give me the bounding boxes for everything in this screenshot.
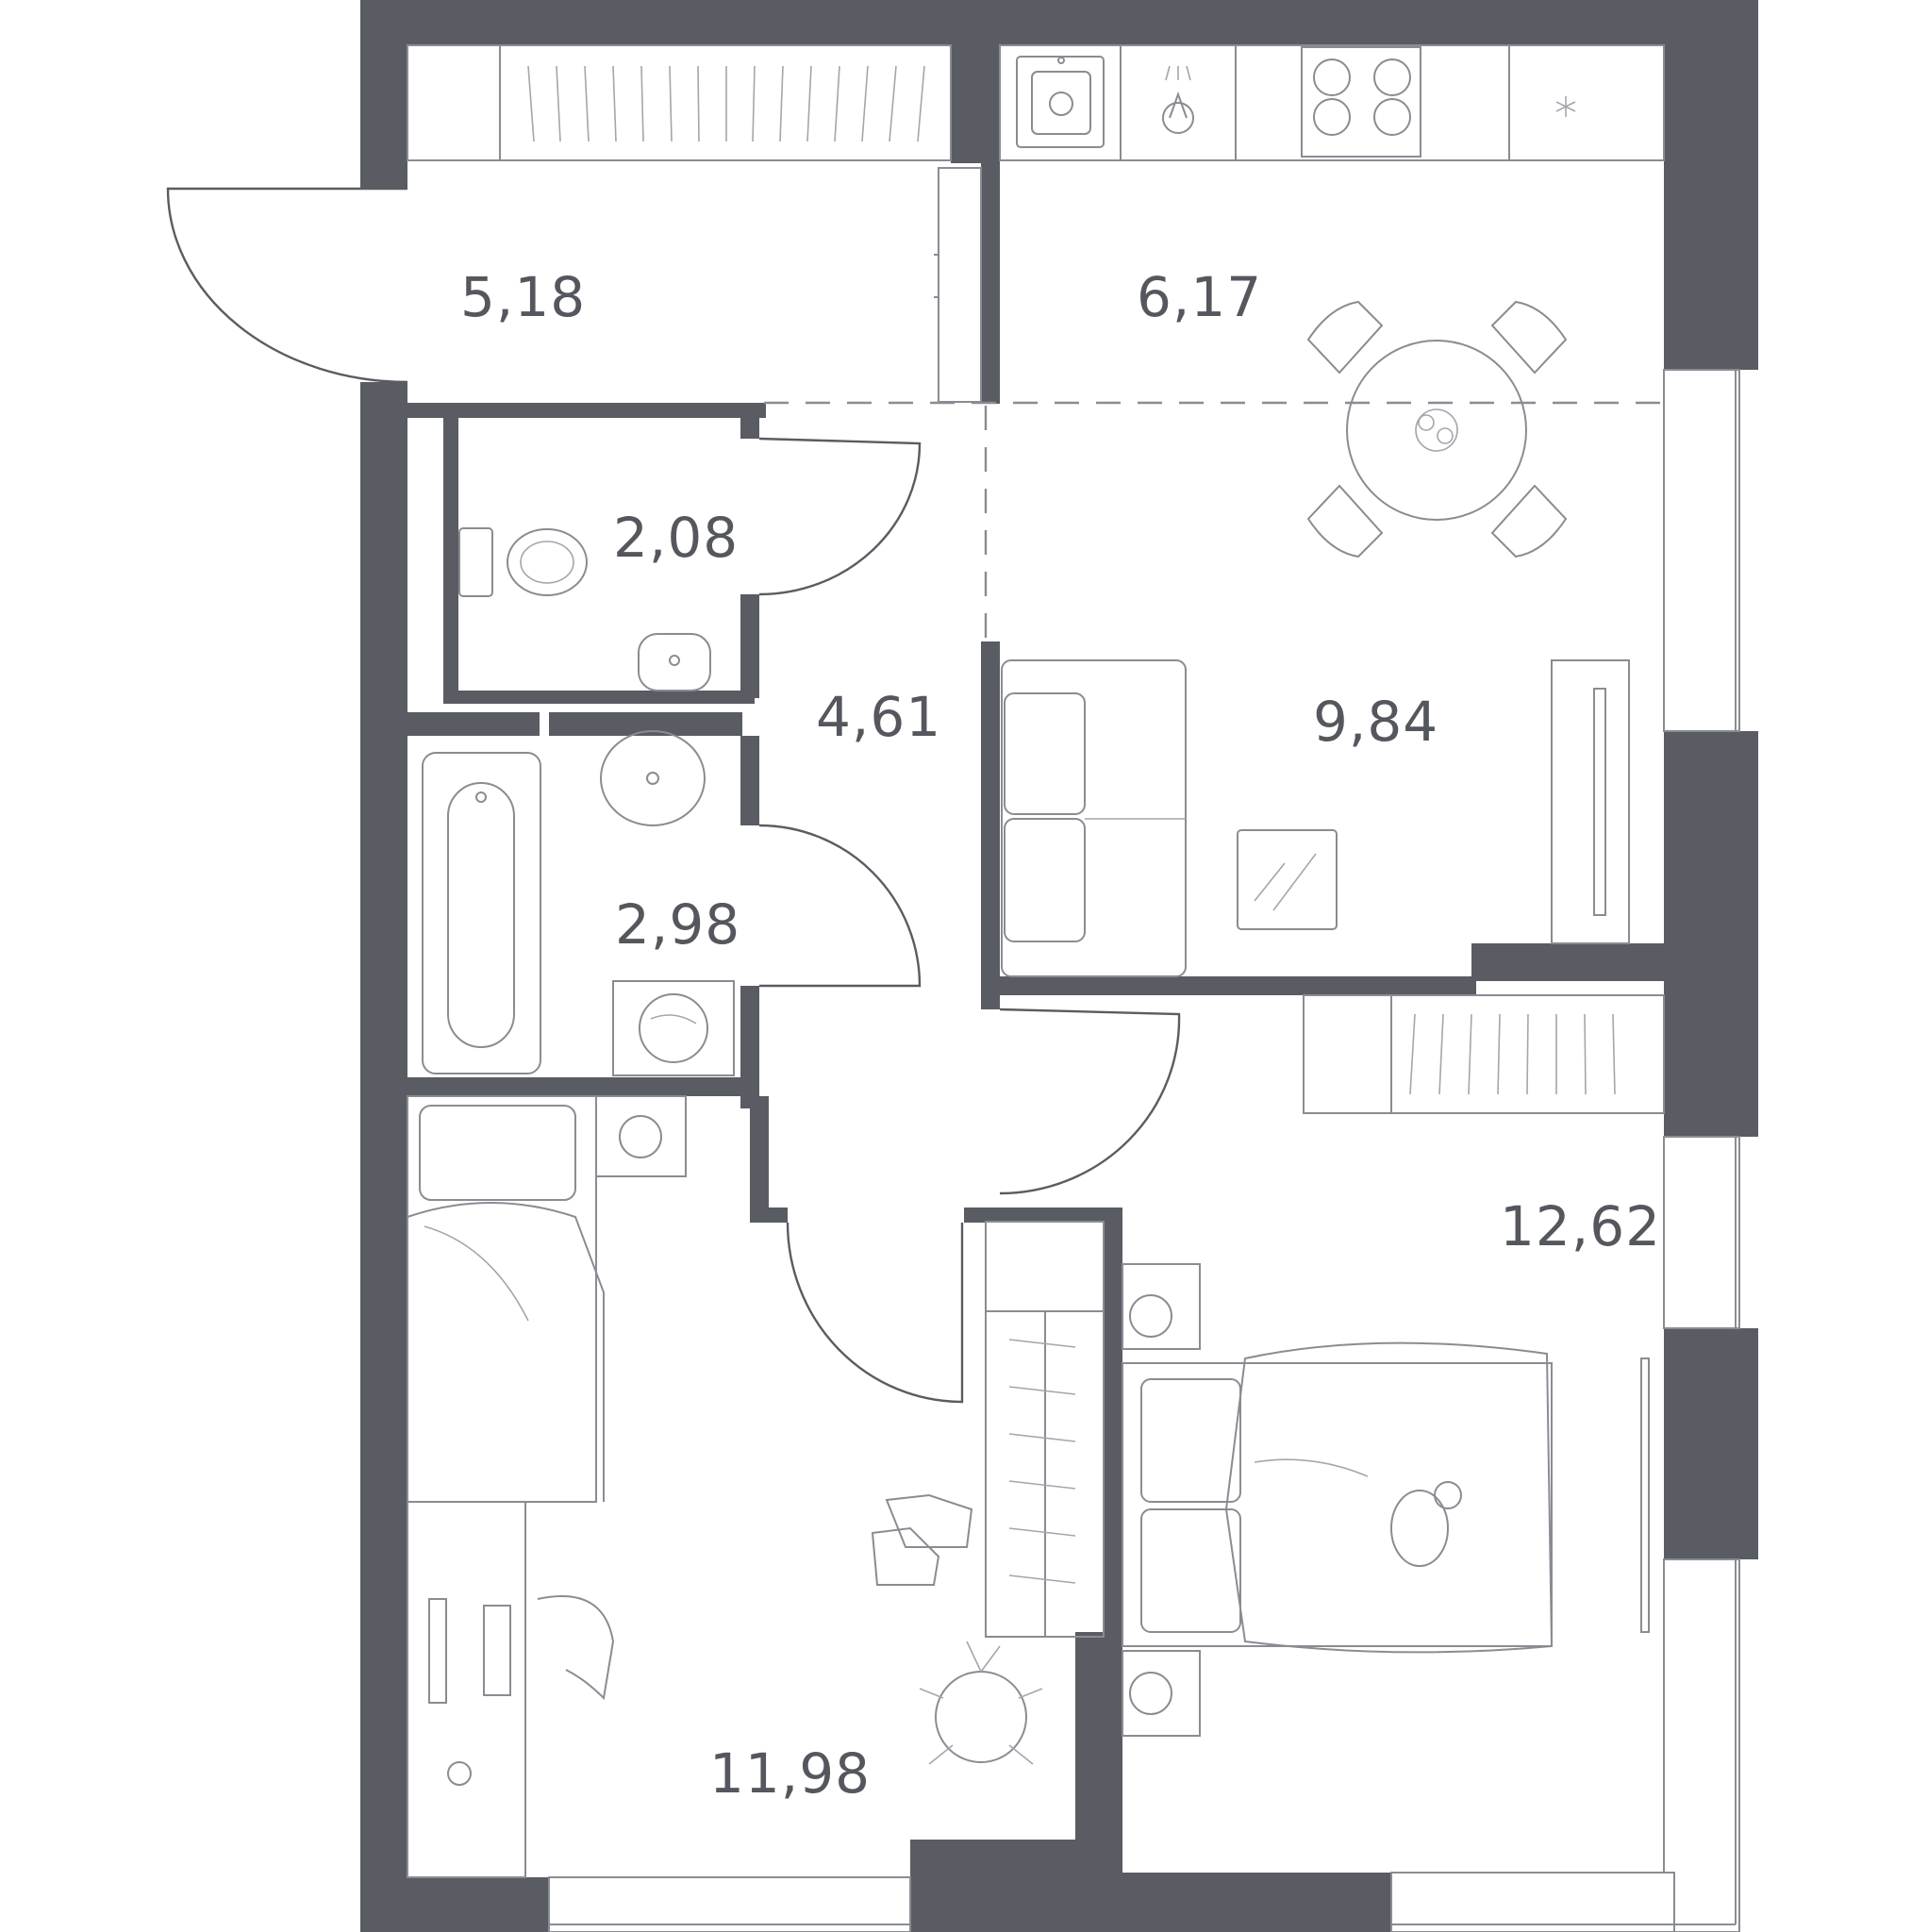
bath-sink	[600, 730, 706, 826]
kitchen-counter	[999, 44, 1665, 161]
room-area-bedroom-right: 12,62	[1500, 1194, 1661, 1258]
wc-door	[758, 437, 922, 596]
hall-wardrobe	[407, 44, 952, 161]
nightstand-right-top	[1122, 1263, 1201, 1350]
bath-door	[758, 824, 922, 988]
sofa	[1001, 659, 1187, 977]
double-bed	[1122, 1341, 1554, 1654]
rollerblades-icon	[871, 1493, 973, 1586]
cooktop-icon	[1301, 46, 1421, 158]
dining-table	[1306, 300, 1568, 558]
single-bed	[407, 1095, 605, 1503]
entrance-door	[166, 187, 408, 384]
coffee-table	[1237, 829, 1338, 930]
room-area-living: 9,84	[1313, 690, 1438, 754]
tv-right	[1640, 1357, 1650, 1633]
bedroom-left-door	[786, 1222, 964, 1404]
room-area-kitchen: 6,17	[1137, 265, 1262, 329]
wardrobe-left	[985, 1221, 1105, 1638]
toilet	[458, 527, 588, 597]
wc-sink	[638, 633, 711, 691]
walls	[360, 0, 1758, 1932]
nightstand-left	[595, 1095, 687, 1177]
plant-icon	[919, 1641, 1043, 1765]
sink-icon	[1016, 56, 1105, 148]
fridge-icon	[1555, 96, 1576, 117]
room-area-wc: 2,08	[613, 506, 739, 570]
room-area-hall: 5,18	[460, 265, 586, 329]
wardrobe-right	[1303, 994, 1665, 1114]
doors	[166, 187, 1181, 1404]
tv-unit	[1551, 659, 1630, 944]
living-door	[999, 1008, 1181, 1195]
cat-icon	[1390, 1481, 1462, 1567]
nightstand-right-bottom	[1122, 1650, 1201, 1737]
desk	[407, 1501, 615, 1878]
room-area-bedroom-left: 11,98	[709, 1741, 871, 1806]
room-area-bathroom: 2,98	[615, 892, 740, 957]
area-labels: 5,18 6,17 2,08 4,61 9,84 2,98 11,98 12,6…	[460, 265, 1661, 1806]
hall-shelf	[934, 167, 982, 403]
zone-lines	[764, 401, 1664, 641]
room-area-corridor: 4,61	[816, 685, 941, 749]
washing-machine	[612, 980, 735, 1076]
bathtub	[422, 752, 541, 1074]
dishwasher-icon	[1162, 65, 1194, 134]
windows	[548, 369, 1740, 1932]
